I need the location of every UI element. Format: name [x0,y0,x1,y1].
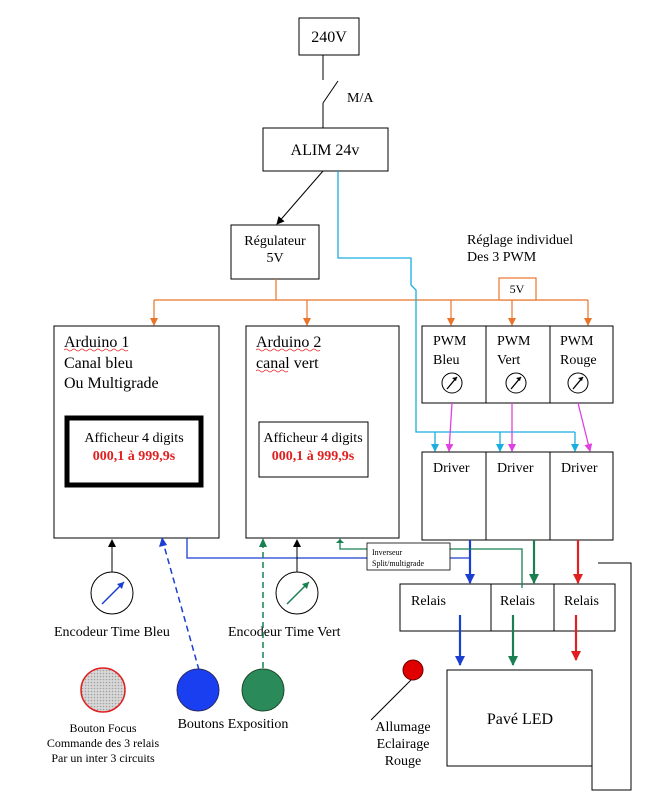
red-light-label-2: Eclairage [377,737,430,752]
pwm-green-label-1: PWM [497,334,531,349]
focus-button[interactable] [80,667,126,713]
relay-3-label: Relais [564,594,599,609]
inverter-switch: Inverseur Split/multigrade [366,542,451,571]
exposure-blue-arrow [159,537,167,547]
led-panel-label: Pavé LED [487,711,553,728]
arduino-1: Arduino 1 Canal bleu Ou Multigrade Affic… [53,325,220,539]
arduino-2-display-label: Afficheur 4 digits [263,431,362,446]
power-source-label: 240V [311,29,347,46]
relay-2-label: Relais [500,594,535,609]
potentiometer-icon [567,372,589,394]
pwm-title-1: Réglage individuel [467,233,573,248]
arduino-1-display-label: Afficheur 4 digits [84,431,183,446]
pwm-red: PWM Rouge [560,334,597,394]
red-light-label-3: Rouge [385,754,422,769]
encoder-green-label: Encodeur Time Vert [228,625,341,640]
pwm-blue: PWM Bleu [433,334,467,394]
red-light-lever [370,678,413,721]
green-signal-line [339,538,367,550]
driver-3-label: Driver [561,461,598,476]
psu-to-regulator-arrow [276,170,324,225]
regulator-label-2: 5V [266,251,283,266]
driver-panel: Driver Driver Driver [421,451,614,541]
green-signal-arrow [336,539,344,543]
arduino-1-label-1: Arduino 1 [64,334,129,351]
power-supply-label: ALIM 24v [291,142,360,159]
driver-1-label: Driver [433,461,470,476]
arduino-2-display-range: 000,1 à 999,9s [272,449,355,464]
feedback-wire [591,562,632,791]
pwm-red-label-1: PWM [560,334,594,349]
driver-2-label: Driver [497,461,534,476]
pwm-title-2: Des 3 PWM [467,250,537,265]
led-panel: Pavé LED [446,669,593,767]
green-signal-line-2 [450,548,523,588]
relay-1-label: Relais [411,594,446,609]
pwm-5v-supply [498,277,537,301]
regulator-label-1: Régulateur [244,234,306,249]
potentiometer-icon [505,372,527,394]
cyan-24v-line [337,171,575,433]
pwm-blue-label-1: PWM [433,334,467,349]
inverter-label-2: Split/multigrade [372,559,424,568]
magenta-pwm-3 [577,402,593,452]
exposure-green-arrow [259,538,267,547]
exposure-green-button[interactable] [241,668,285,712]
arduino-2-display [258,421,369,478]
pwm-green-label-2: Vert [497,353,520,368]
focus-label-2: Commande des 3 relais [47,736,160,750]
switch-label: M/A [347,91,374,106]
encoder-blue-label: Encodeur Time Bleu [54,625,170,640]
inverter-label-1: Inverseur [372,548,403,557]
focus-label-1: Bouton Focus [69,721,136,735]
pwm-green: PWM Vert [497,334,531,394]
power-source: 240V [298,17,360,56]
regulator: Régulateur 5V [230,224,320,280]
exposure-buttons-label: Boutons Exposition [178,717,289,732]
arduino-2: Arduino 2 canal vert Afficheur 4 digits … [245,325,400,539]
arduino-1-label-2: Canal bleu [64,355,133,372]
arduino-1-label-3: Ou Multigrade [64,375,159,392]
arduino-2-label-1: Arduino 2 [256,334,321,351]
exposure-blue-wire [162,541,200,671]
encoder-green-icon[interactable] [275,571,319,615]
switch-lever [322,80,339,104]
pwm-red-label-2: Rouge [560,353,597,368]
arduino-1-display [64,415,204,488]
red-light-button[interactable] [402,659,424,681]
pwm-blue-label-2: Bleu [433,353,459,368]
relay-panel: Relais Relais Relais [399,583,616,632]
red-light-label-1: Allumage [375,720,430,735]
magenta-pwm-1 [445,402,454,452]
power-supply: ALIM 24v [262,127,389,172]
arduino-1-display-range: 000,1 à 999,9s [93,449,176,464]
potentiometer-icon [441,372,463,394]
arduino-2-label-2: canal vert [256,355,319,372]
pwm-5v-label: 5V [510,282,525,296]
encoder-blue-icon[interactable] [90,571,134,615]
exposure-blue-button[interactable] [176,668,220,712]
focus-label-3: Par un inter 3 circuits [51,751,155,765]
